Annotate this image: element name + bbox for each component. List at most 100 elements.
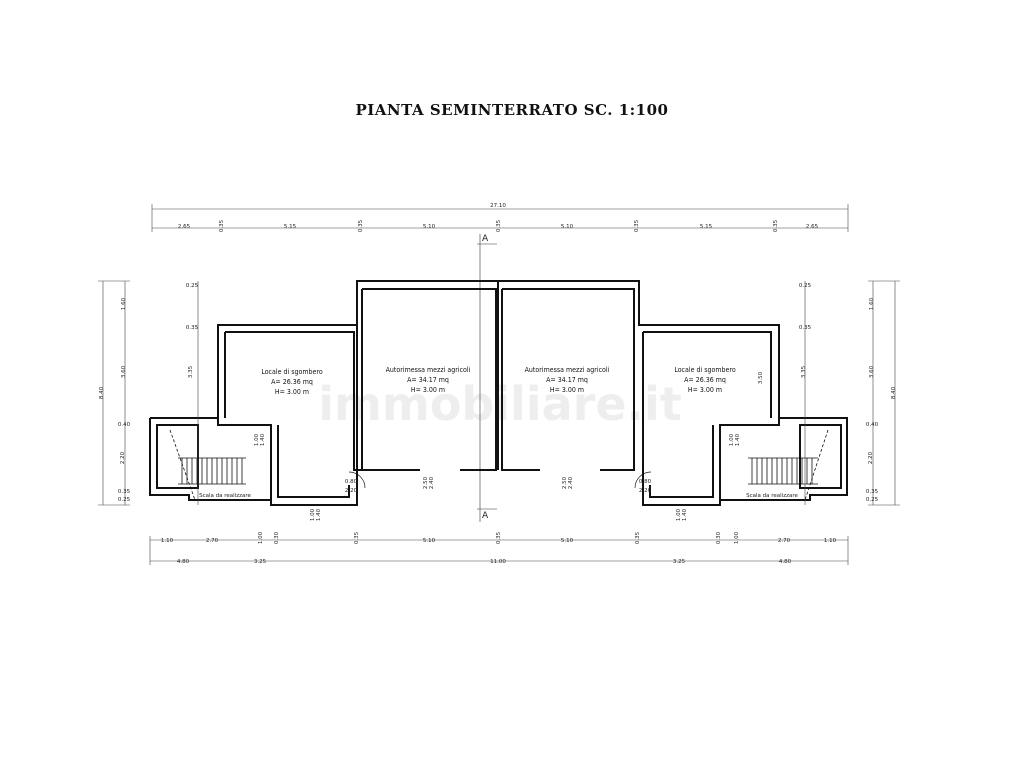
svg-text:2.50: 2.50 xyxy=(423,476,429,489)
room-right-storage: Locale di sgombero A= 26.36 mq H= 3.00 m xyxy=(674,366,736,394)
watermark: immobiliare.it xyxy=(318,377,682,431)
svg-text:0.80: 0.80 xyxy=(345,479,358,485)
svg-text:1.00: 1.00 xyxy=(734,531,740,544)
dim-left-outer: 1.60 3.60 8.40 xyxy=(99,297,127,399)
drawing-title: PIANTA SEMINTERRATO SC. 1:100 xyxy=(0,100,1024,119)
svg-text:0.35: 0.35 xyxy=(496,219,502,232)
building-walls xyxy=(149,280,848,506)
right-dimensions xyxy=(804,280,900,506)
svg-text:Autorimessa mezzi agricoli: Autorimessa mezzi agricoli xyxy=(525,366,610,374)
svg-text:1.00: 1.00 xyxy=(258,531,264,544)
svg-text:2.40: 2.40 xyxy=(429,476,435,489)
stairs-label-right: Scala da realizzare xyxy=(746,493,798,499)
stairs-left xyxy=(169,429,246,501)
svg-text:1.10: 1.10 xyxy=(161,538,174,544)
svg-text:3.35: 3.35 xyxy=(801,365,807,378)
svg-text:A= 26.36 mq: A= 26.36 mq xyxy=(684,376,726,384)
svg-text:0.35: 0.35 xyxy=(635,531,641,544)
svg-text:1.10: 1.10 xyxy=(824,538,837,544)
section-marker-bottom: A xyxy=(482,511,489,521)
room-left-garage: Autorimessa mezzi agricoli A= 34.17 mq H… xyxy=(386,366,471,394)
stairs-right xyxy=(748,429,829,501)
svg-text:H= 3.00 m: H= 3.00 m xyxy=(411,386,445,394)
svg-text:1.00: 1.00 xyxy=(729,433,735,446)
svg-text:A= 26.36 mq: A= 26.36 mq xyxy=(271,378,313,386)
svg-text:2.20: 2.20 xyxy=(639,488,652,494)
svg-text:3.50: 3.50 xyxy=(758,371,764,384)
svg-text:5.10: 5.10 xyxy=(423,224,436,230)
door-labels: 0.80 2.20 2.50 2.40 2.50 2.40 0.80 2.20 … xyxy=(254,433,741,521)
bottom-dimensions xyxy=(149,536,849,565)
svg-text:3.25: 3.25 xyxy=(673,559,686,565)
svg-text:Locale di sgombero: Locale di sgombero xyxy=(261,368,323,376)
svg-text:2.65: 2.65 xyxy=(178,224,191,230)
svg-text:4.80: 4.80 xyxy=(779,559,792,565)
svg-text:2.70: 2.70 xyxy=(206,538,219,544)
svg-text:2.50: 2.50 xyxy=(562,476,568,489)
svg-text:3.60: 3.60 xyxy=(869,365,875,378)
svg-text:0.25: 0.25 xyxy=(186,283,199,289)
svg-text:0.35: 0.35 xyxy=(496,531,502,544)
svg-text:5.15: 5.15 xyxy=(284,224,297,230)
svg-text:A= 34.17 mq: A= 34.17 mq xyxy=(407,376,449,384)
svg-text:Autorimessa mezzi agricoli: Autorimessa mezzi agricoli xyxy=(386,366,471,374)
svg-text:5.10: 5.10 xyxy=(423,538,436,544)
svg-text:0.25: 0.25 xyxy=(866,497,879,503)
svg-text:2.20: 2.20 xyxy=(120,451,126,464)
svg-text:3.60: 3.60 xyxy=(121,365,127,378)
svg-text:1.40: 1.40 xyxy=(735,433,741,446)
room-left-storage: Locale di sgombero A= 26.36 mq H= 3.00 m xyxy=(261,368,323,396)
svg-text:0.35: 0.35 xyxy=(354,531,360,544)
svg-text:1.00: 1.00 xyxy=(676,508,682,521)
left-dimensions xyxy=(98,280,199,506)
svg-text:11.00: 11.00 xyxy=(490,559,506,565)
svg-text:H= 3.00 m: H= 3.00 m xyxy=(550,386,584,394)
svg-text:3.35: 3.35 xyxy=(188,365,194,378)
svg-text:2.65: 2.65 xyxy=(806,224,819,230)
svg-text:4.80: 4.80 xyxy=(177,559,190,565)
svg-text:5.10: 5.10 xyxy=(561,538,574,544)
svg-text:8.40: 8.40 xyxy=(99,386,105,399)
svg-text:0.25: 0.25 xyxy=(118,497,131,503)
svg-text:H= 3.00 m: H= 3.00 m xyxy=(688,386,722,394)
svg-text:2.40: 2.40 xyxy=(568,476,574,489)
svg-text:0.80: 0.80 xyxy=(639,479,652,485)
door-swings xyxy=(348,471,652,489)
svg-text:H= 3.00 m: H= 3.00 m xyxy=(275,388,309,396)
svg-text:0.25: 0.25 xyxy=(799,283,812,289)
svg-text:0.35: 0.35 xyxy=(634,219,640,232)
dim-top-total: 27.10 xyxy=(490,203,506,209)
svg-text:0.30: 0.30 xyxy=(274,531,280,544)
svg-text:5.10: 5.10 xyxy=(561,224,574,230)
title-text: PIANTA SEMINTERRATO SC. 1:100 xyxy=(355,101,669,119)
svg-text:3.25: 3.25 xyxy=(254,559,267,565)
svg-text:1.00: 1.00 xyxy=(254,433,260,446)
dim-top-row: 2.65 0.35 5.15 0.35 5.10 0.35 5.10 0.35 … xyxy=(178,219,819,232)
svg-text:0.30: 0.30 xyxy=(716,531,722,544)
svg-text:8.40: 8.40 xyxy=(891,386,897,399)
dim-bottom-total-row: 4.80 3.25 11.00 3.25 4.80 xyxy=(177,559,792,565)
dim-right-outer: 1.60 3.60 8.40 xyxy=(869,297,897,399)
svg-text:1.40: 1.40 xyxy=(682,508,688,521)
svg-text:A= 34.17 mq: A= 34.17 mq xyxy=(546,376,588,384)
svg-text:0.35: 0.35 xyxy=(219,219,225,232)
svg-text:0.35: 0.35 xyxy=(866,489,879,495)
dim-right-inner: 0.25 0.35 3.50 3.35 0.40 2.20 0.35 0.25 xyxy=(758,283,879,503)
dim-bottom-row: 1.10 2.70 1.00 0.30 0.35 5.10 0.35 5.10 … xyxy=(161,531,837,544)
stairs-label-left: Scala da realizzare xyxy=(199,493,251,499)
svg-text:0.35: 0.35 xyxy=(358,219,364,232)
dim-left-inner: 0.25 0.35 3.35 0.40 2.20 0.35 0.25 xyxy=(118,283,199,503)
svg-text:2.20: 2.20 xyxy=(868,451,874,464)
svg-text:1.60: 1.60 xyxy=(121,297,127,310)
svg-text:1.00: 1.00 xyxy=(310,508,316,521)
svg-text:2.70: 2.70 xyxy=(778,538,791,544)
svg-text:1.40: 1.40 xyxy=(260,433,266,446)
svg-text:1.40: 1.40 xyxy=(316,508,322,521)
section-marker-top: A xyxy=(482,234,489,244)
svg-text:0.35: 0.35 xyxy=(773,219,779,232)
svg-text:1.60: 1.60 xyxy=(869,297,875,310)
top-dimensions xyxy=(151,204,849,232)
svg-text:0.35: 0.35 xyxy=(186,325,199,331)
svg-text:0.35: 0.35 xyxy=(799,325,812,331)
